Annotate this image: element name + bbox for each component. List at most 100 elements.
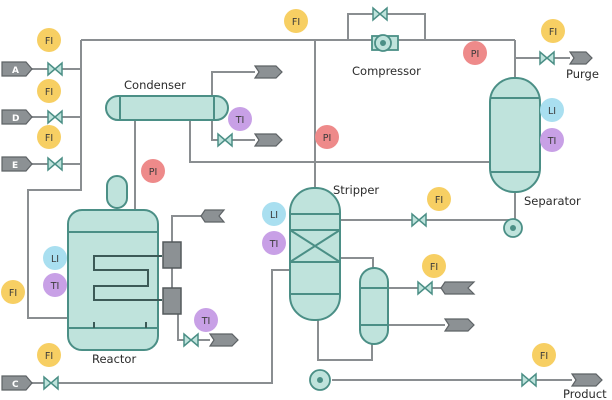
pipe-product <box>317 320 373 361</box>
pi-mid-text: PI <box>323 133 332 144</box>
stripper-packing-x <box>289 229 341 263</box>
tag-purge <box>568 51 593 65</box>
feed-label-d: D <box>12 114 19 124</box>
fi-left-bubble <box>1 280 25 304</box>
reactor-label: Reactor <box>92 352 136 366</box>
feed-tag-d <box>1 109 33 125</box>
product-pump <box>309 369 331 391</box>
reactor <box>67 175 182 351</box>
li-separator-text: LI <box>548 106 556 117</box>
tag-product <box>570 373 603 387</box>
li-reactor-text: LI <box>51 254 59 265</box>
reactor-heat-exchanger-2 <box>162 287 182 315</box>
pipe-reactor-coolant-in <box>171 215 205 242</box>
product-label: Product <box>563 387 607 400</box>
ti-reactor-text: TI <box>50 281 60 292</box>
fi-feed-c-text: FI <box>45 351 53 362</box>
valves <box>43 6 555 391</box>
feed-tag-a <box>1 61 33 77</box>
tag-reboiler-out <box>443 318 475 332</box>
reboiler <box>359 267 389 345</box>
reactor-coil-1 <box>93 255 162 301</box>
fi-top-bubble <box>284 9 308 33</box>
li-stripper-bubble <box>262 202 286 226</box>
reactor-heat-exchanger-1 <box>162 241 182 269</box>
pi-separator-bubble <box>463 41 487 65</box>
li-separator-bubble <box>540 98 564 122</box>
fi-stripper-steam-text: FI <box>430 262 438 273</box>
fi-feed-a-text: FI <box>45 36 53 47</box>
separator-label: Separator <box>524 194 581 208</box>
valve-purge[interactable] <box>539 50 555 66</box>
valve-reboiler-steam[interactable] <box>417 280 433 296</box>
fi-stripper-steam-bubble <box>422 254 446 278</box>
fi-product-text: FI <box>540 351 548 362</box>
compressor-hub <box>380 40 386 46</box>
li-stripper-text: LI <box>270 210 278 221</box>
ti-stripper-text: TI <box>269 239 279 250</box>
separator-pump <box>503 218 523 238</box>
feed-tag-c <box>1 375 33 391</box>
pipe-reboiler-loop <box>340 257 374 270</box>
fi-separator-bottom-bubble <box>427 187 451 211</box>
instruments: FI FI FI FI FI FI FI FI FI FI PI PI PI T… <box>1 9 565 367</box>
valve-feed-c[interactable] <box>43 375 59 391</box>
pipe-condenser-coolant-out <box>211 120 255 141</box>
pi-reactor-bubble <box>141 159 165 183</box>
valve-product[interactable] <box>521 372 537 388</box>
fi-purge-bubble <box>541 19 565 43</box>
fi-feed-e-bubble <box>37 125 61 149</box>
feed-tag-e <box>1 156 33 172</box>
valve-condenser-coolant[interactable] <box>217 132 233 148</box>
valve-compressor-bypass[interactable] <box>372 6 388 22</box>
fi-feed-a-bubble <box>37 28 61 52</box>
fi-feed-d-bubble <box>37 79 61 103</box>
reboiler-vessel <box>359 267 389 345</box>
reactor-sparger <box>93 322 147 328</box>
ti-separator-text: TI <box>547 136 557 147</box>
fi-feed-d-text: FI <box>45 87 53 98</box>
ti-condenser-bubble <box>228 107 252 131</box>
pipe-condenser-coolant-in <box>211 71 255 96</box>
fi-feed-e-text: FI <box>45 133 53 144</box>
feed-label-a: A <box>12 66 19 76</box>
valve-feed-e[interactable] <box>47 156 63 172</box>
pipe-reactor-cooler-out <box>177 312 210 341</box>
fi-top-text: FI <box>292 17 300 28</box>
pi-separator-text: PI <box>471 49 480 60</box>
ti-reactor-cooler-text: TI <box>201 316 211 327</box>
condenser-label: Condenser <box>124 78 186 92</box>
separator <box>489 77 541 193</box>
reactor-vessel <box>67 209 159 351</box>
valve-separator-bottom[interactable] <box>411 212 427 228</box>
reactor-dome <box>106 175 128 209</box>
pipe-condenser-to-separator <box>189 110 490 163</box>
feed-label-c: C <box>12 380 19 390</box>
tag-reactor-coolant-out <box>208 333 239 347</box>
pi-mid-bubble <box>315 125 339 149</box>
fi-product-bubble <box>532 343 556 367</box>
fi-feed-c-bubble <box>37 343 61 367</box>
separator-vessel <box>489 77 541 193</box>
feed-label-e: E <box>12 161 18 171</box>
separator-pump-hub <box>510 225 516 231</box>
valve-reactor-coolant[interactable] <box>183 332 199 348</box>
ti-condenser-text: TI <box>235 115 245 126</box>
stripper <box>289 187 341 321</box>
compressor <box>371 34 399 52</box>
tag-condenser-coolant-out <box>253 133 283 147</box>
fi-separator-bottom-text: FI <box>435 195 443 206</box>
pipe-feed-c <box>32 269 290 384</box>
purge-label: Purge <box>566 67 599 81</box>
fi-purge-text: FI <box>549 27 557 38</box>
compressor-label: Compressor <box>352 64 421 78</box>
tag-reboiler-steam-in <box>440 281 476 295</box>
li-reactor-bubble <box>43 246 67 270</box>
tag-condenser-coolant-in <box>253 65 283 79</box>
valve-feed-d[interactable] <box>47 109 63 125</box>
stripper-vessel <box>289 187 341 321</box>
ti-separator-bubble <box>540 128 564 152</box>
fi-left-text: FI <box>9 288 17 299</box>
valve-feed-a[interactable] <box>47 61 63 77</box>
